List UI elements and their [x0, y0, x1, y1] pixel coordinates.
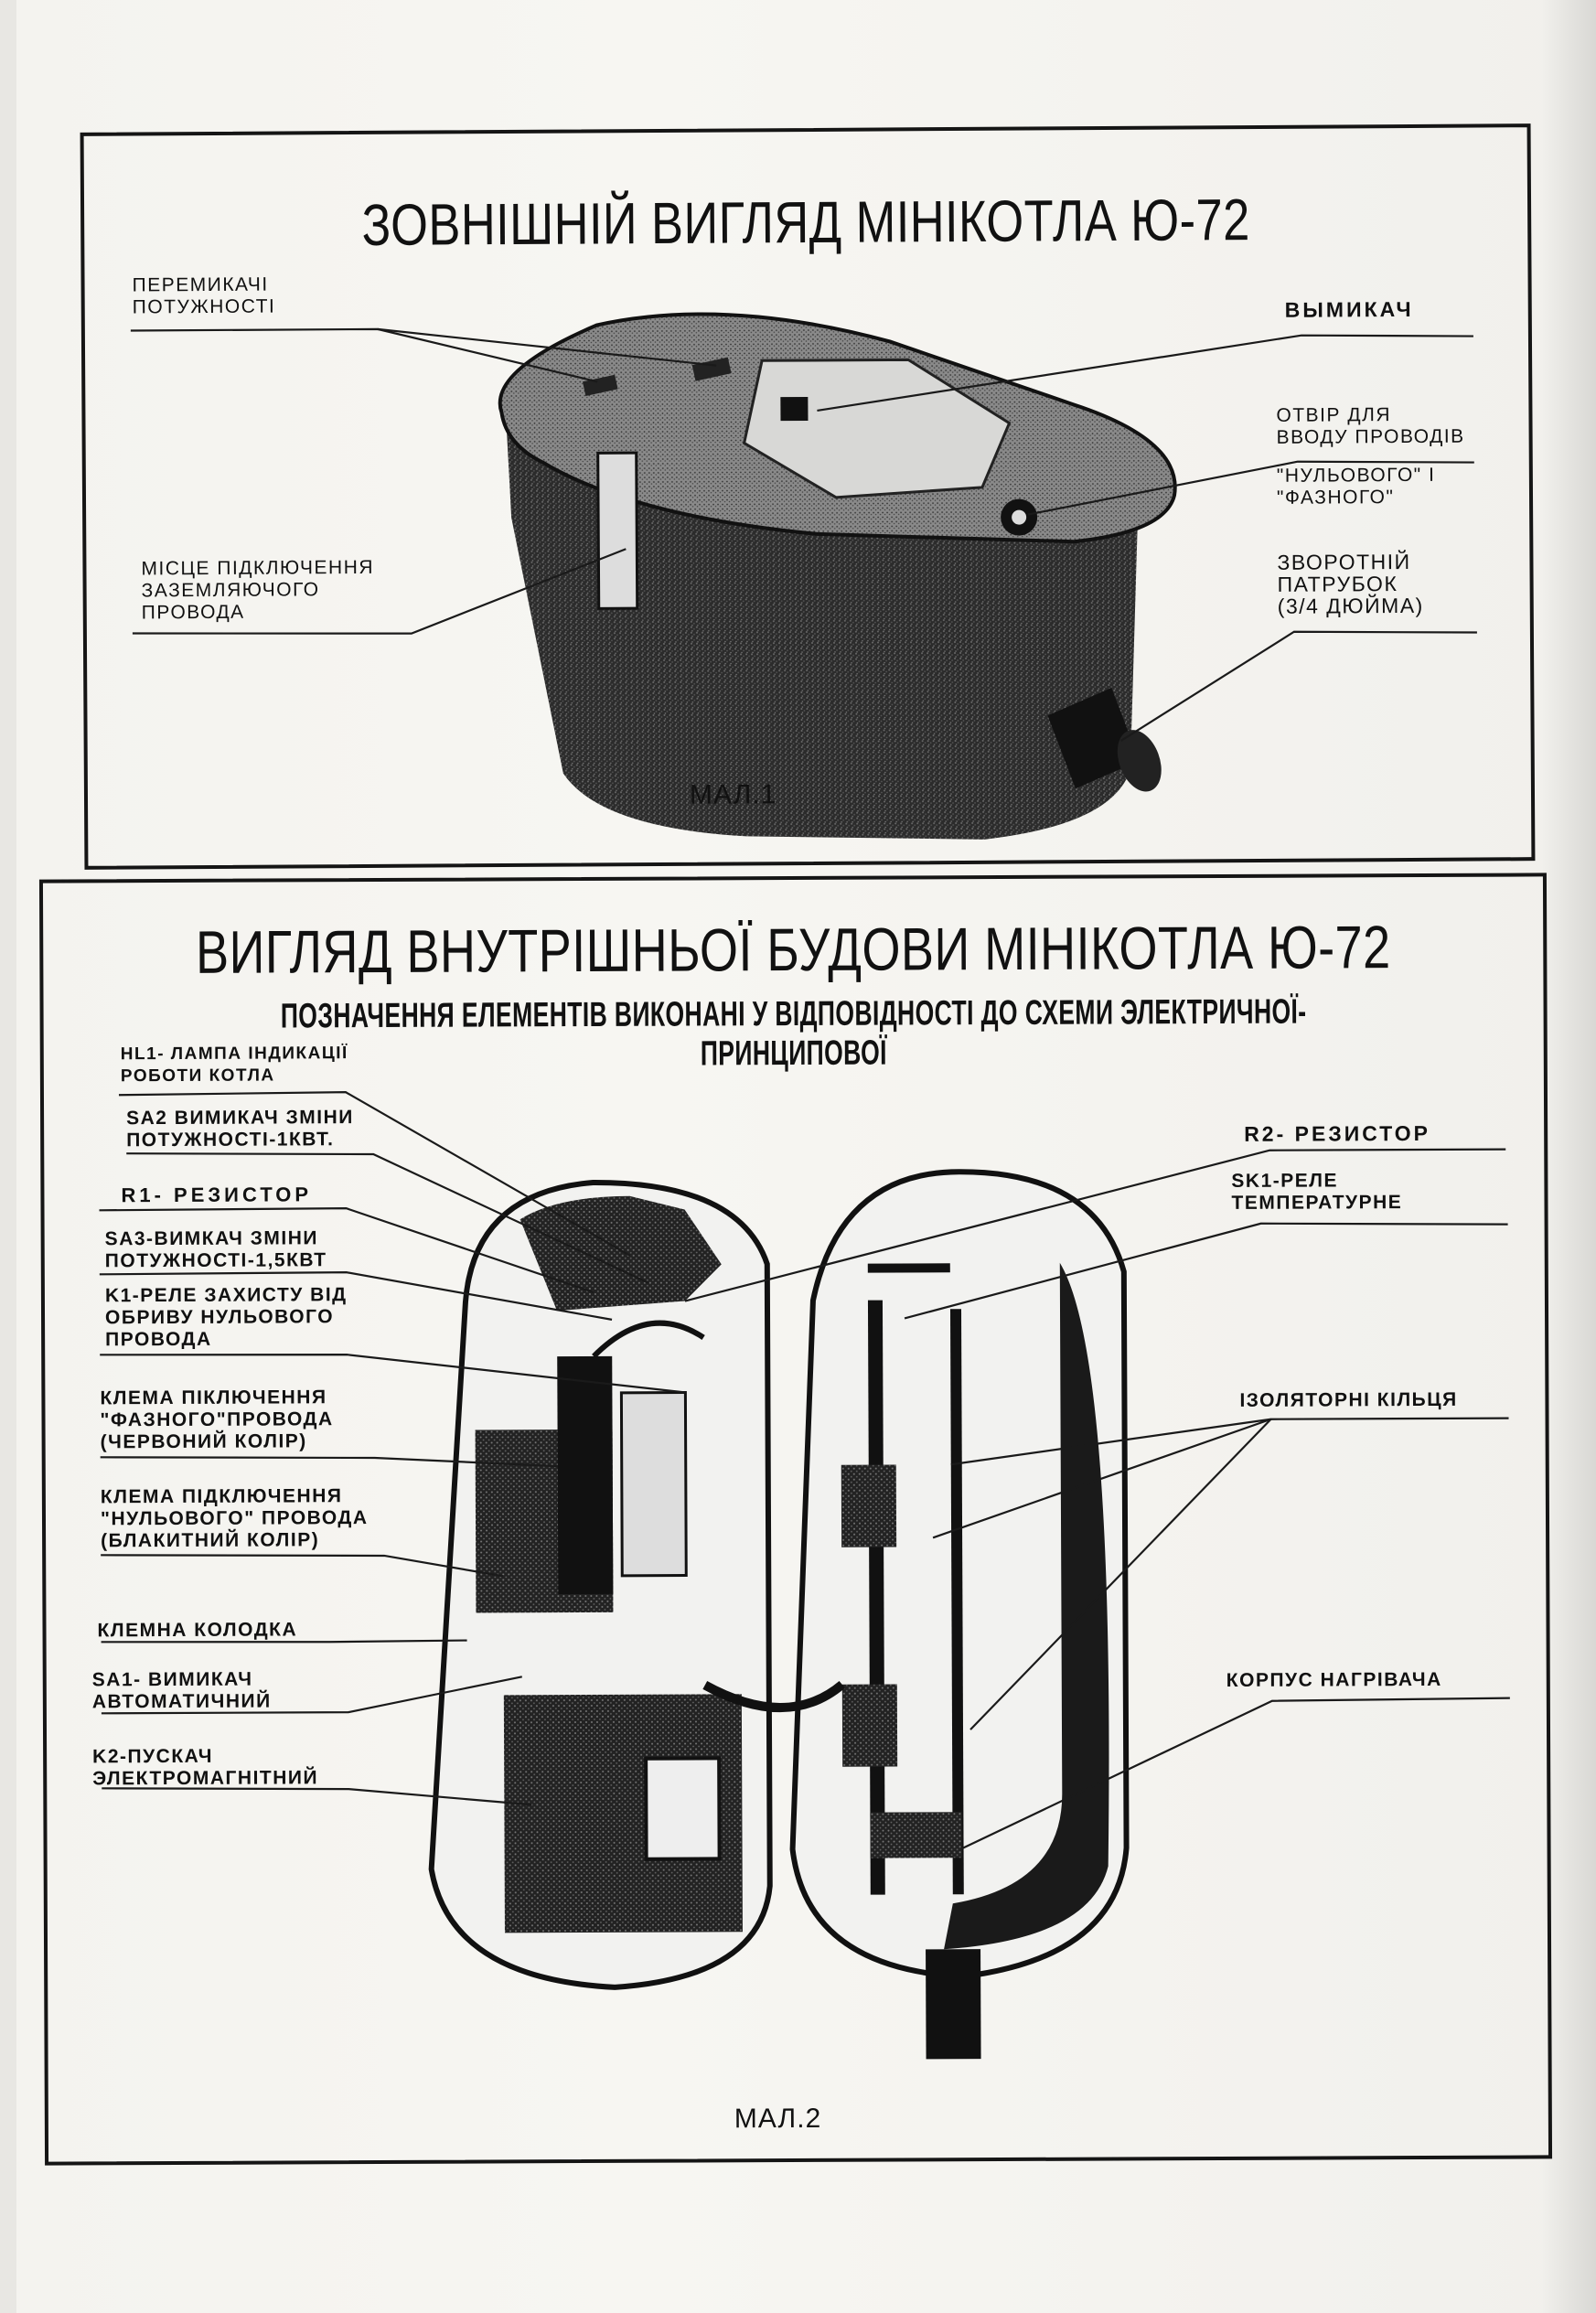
- contactor-k2: [503, 1694, 743, 1933]
- return-pipe: [1047, 687, 1140, 789]
- figure-2-illustration: [99, 1091, 1510, 2060]
- label-heater-housing: КОРПУС НАГРІВАЧА: [1226, 1668, 1442, 1691]
- left-shell: [428, 1179, 773, 1990]
- figure-1-caption: МАЛ.1: [689, 779, 777, 810]
- label-terminal-block: КЛЕМНА КОЛОДКА: [97, 1619, 298, 1642]
- label-phase-terminal: КЛЕМА ПІКЛЮЧЕННЯ"ФАЗНОГО"ПРОВОДА(ЧЕРВОНИ…: [100, 1387, 334, 1453]
- page-edge-shadow: [1541, 0, 1596, 2313]
- label-r2: R2- РЕЗИСТОР: [1244, 1120, 1431, 1146]
- ground-plate: [596, 451, 639, 610]
- right-shell: [789, 1169, 1130, 1980]
- label-r1: R1- РЕЗИСТОР: [121, 1183, 313, 1207]
- figure-1-illustration: [130, 312, 1477, 840]
- figure-1-panel: ЗОВНІШНІЙ ВИГЛЯД МІНІКОТЛА Ю-72: [80, 123, 1536, 870]
- main-switch: [780, 396, 809, 422]
- figure-2-caption: МАЛ.2: [734, 2103, 822, 2135]
- label-neutral-terminal: КЛЕМА ПІДКЛЮЧЕННЯ"НУЛЬОВОГО" ПРОВОДА(БЛА…: [100, 1485, 369, 1552]
- cable-outlet: [926, 1949, 981, 2060]
- label-main-switch: ВЫМИКАЧ: [1284, 296, 1414, 322]
- figure-2-panel: ВИГЛЯД ВНУТРІШНЬОЇ БУДОВИ МІНІКОТЛА Ю-72…: [38, 873, 1553, 2166]
- label-insulator-rings: ІЗОЛЯТОРНІ КІЛЬЦЯ: [1239, 1388, 1458, 1411]
- boiler-body: [498, 312, 1177, 840]
- document-sheet: ЗОВНІШНІЙ ВИГЛЯД МІНІКОТЛА Ю-72: [16, 0, 1596, 2313]
